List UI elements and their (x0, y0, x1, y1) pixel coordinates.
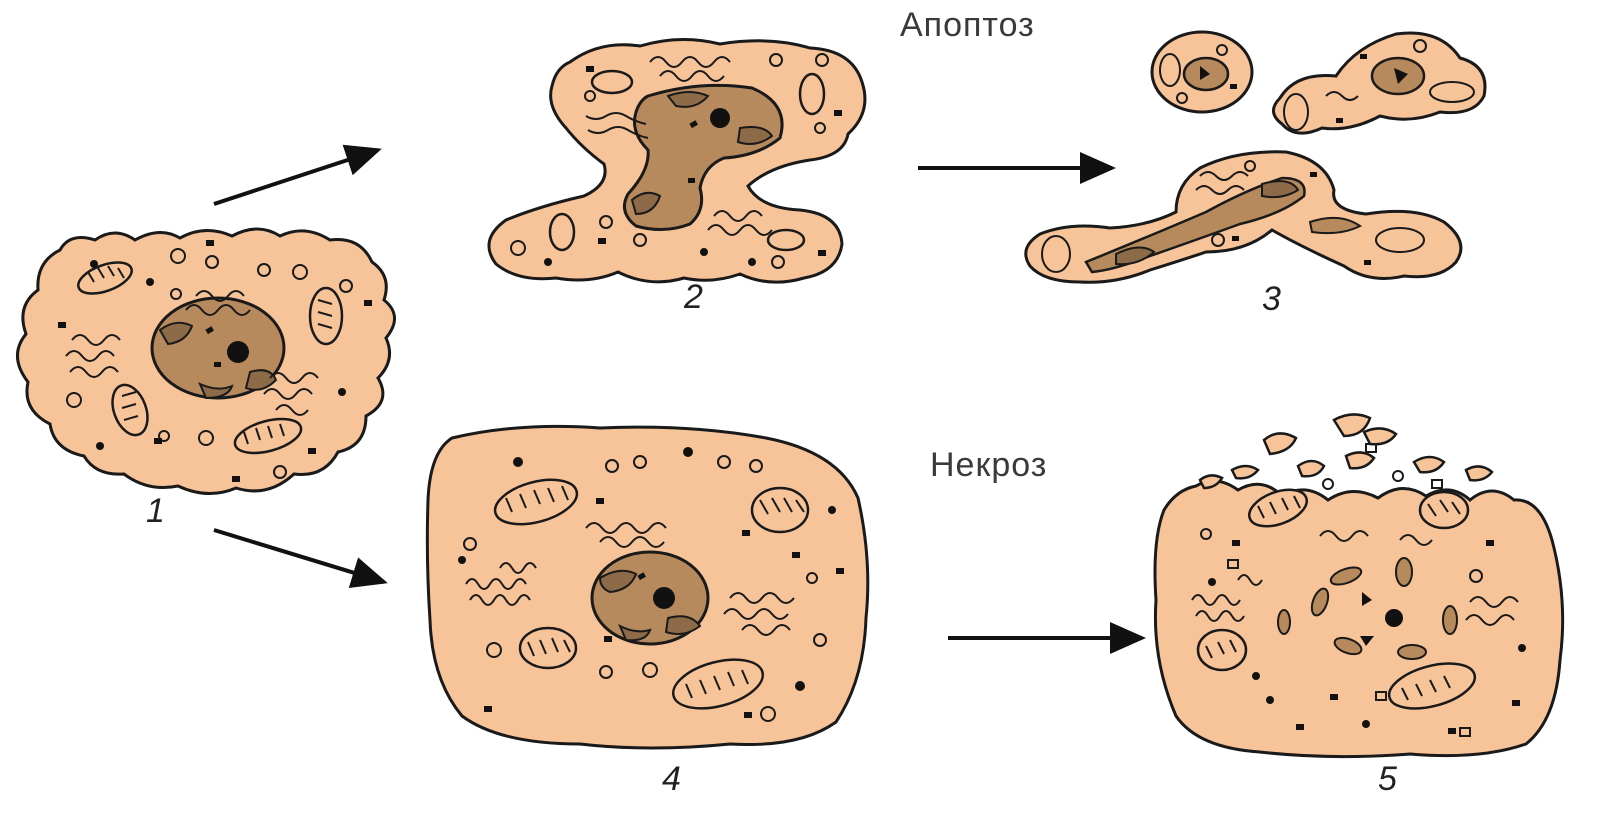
arrow-1-to-2 (214, 150, 378, 204)
stage-number-2: 2 (684, 278, 703, 317)
apoptotic-body-medium (1273, 33, 1485, 133)
normal-cell (17, 229, 394, 494)
necrosis-label: Некроз (930, 446, 1047, 485)
arrow-1-to-4 (214, 530, 384, 582)
stage-number-5: 5 (1378, 760, 1397, 799)
stage-number-1: 1 (146, 492, 165, 531)
apoptosis-label: Апоптоз (900, 6, 1035, 45)
cell-membrane-fragments (1200, 414, 1492, 488)
necrotic-cell-ruptured (1155, 414, 1563, 756)
apoptotic-body-large (1026, 152, 1461, 282)
ruptured-cell-body (1155, 481, 1563, 757)
apoptotic-cell-shrinking (489, 39, 865, 282)
apoptotic-body-small (1152, 32, 1252, 112)
apoptotic-bodies (1026, 32, 1485, 282)
stage-number-3: 3 (1262, 280, 1281, 319)
necrotic-cell-swollen (427, 426, 867, 748)
stage-number-4: 4 (662, 760, 681, 799)
